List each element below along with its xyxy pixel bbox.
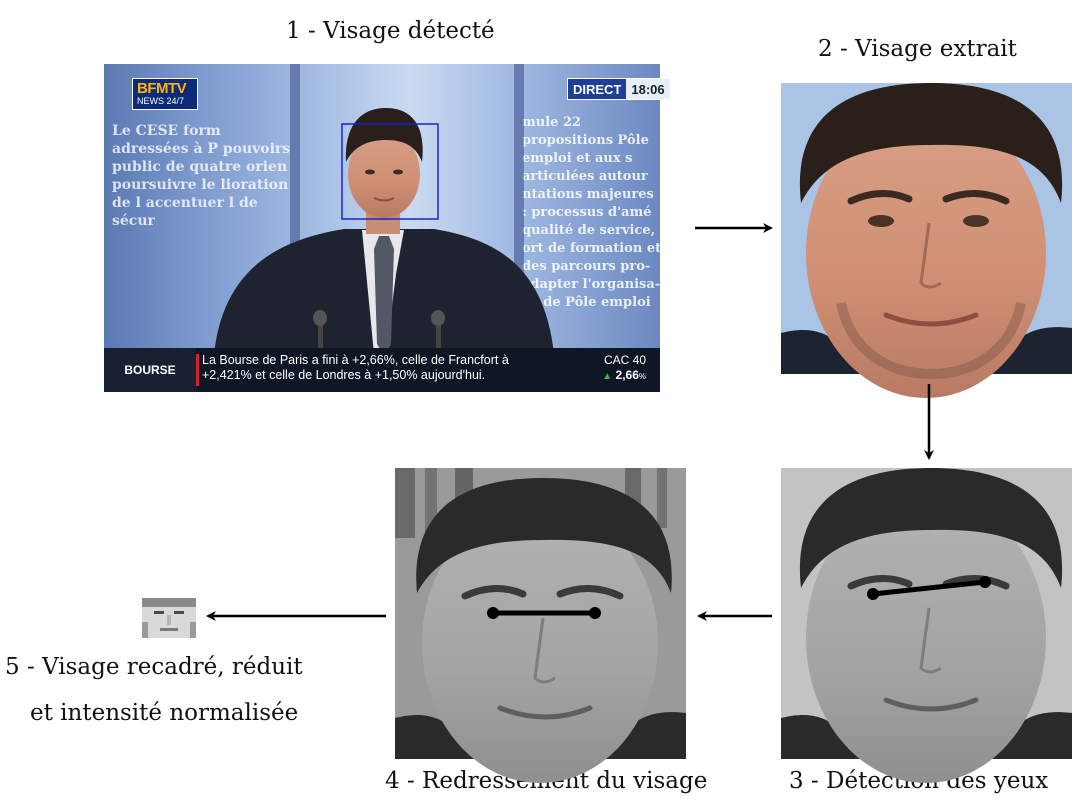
live-badge: DIRECT 18:06 <box>567 78 671 100</box>
market-index: CAC 40 ▲ 2,66% <box>602 353 646 382</box>
eye-detection-image <box>781 468 1072 783</box>
studio-pillar <box>514 64 524 356</box>
news-ticker: BOURSE La Bourse de Paris a fini à +2,66… <box>104 348 660 392</box>
ticker-message: La Bourse de Paris a fini à +2,66%, cell… <box>202 353 509 382</box>
presenter-illustration <box>214 108 554 364</box>
ticker-tag: BOURSE <box>104 348 196 392</box>
studio-pillar <box>290 64 300 356</box>
extracted-face-image <box>781 83 1072 398</box>
tv-broadcast-image: Le CESE form adressées à P pouvoirs publ… <box>104 64 671 392</box>
ticker-separator <box>196 354 199 386</box>
straightened-face-image <box>395 468 686 783</box>
tv-background-text-right: mule 22 propositions Pôle emploi et aux … <box>522 115 662 310</box>
caption-step-1: 1 - Visage détecté <box>286 18 495 44</box>
channel-logo: BFMTV NEWS 24/7 <box>132 78 198 110</box>
caption-step-5-line1: 5 - Visage recadré, réduit <box>5 654 303 680</box>
face-detection-box <box>341 123 439 220</box>
normalized-face-thumbnail <box>142 598 196 638</box>
caption-step-2: 2 - Visage extrait <box>818 36 1017 62</box>
caption-step-5-line2: et intensité normalisée <box>30 700 299 726</box>
tv-background-text-left: Le CESE form adressées à P pouvoirs publ… <box>112 123 291 229</box>
